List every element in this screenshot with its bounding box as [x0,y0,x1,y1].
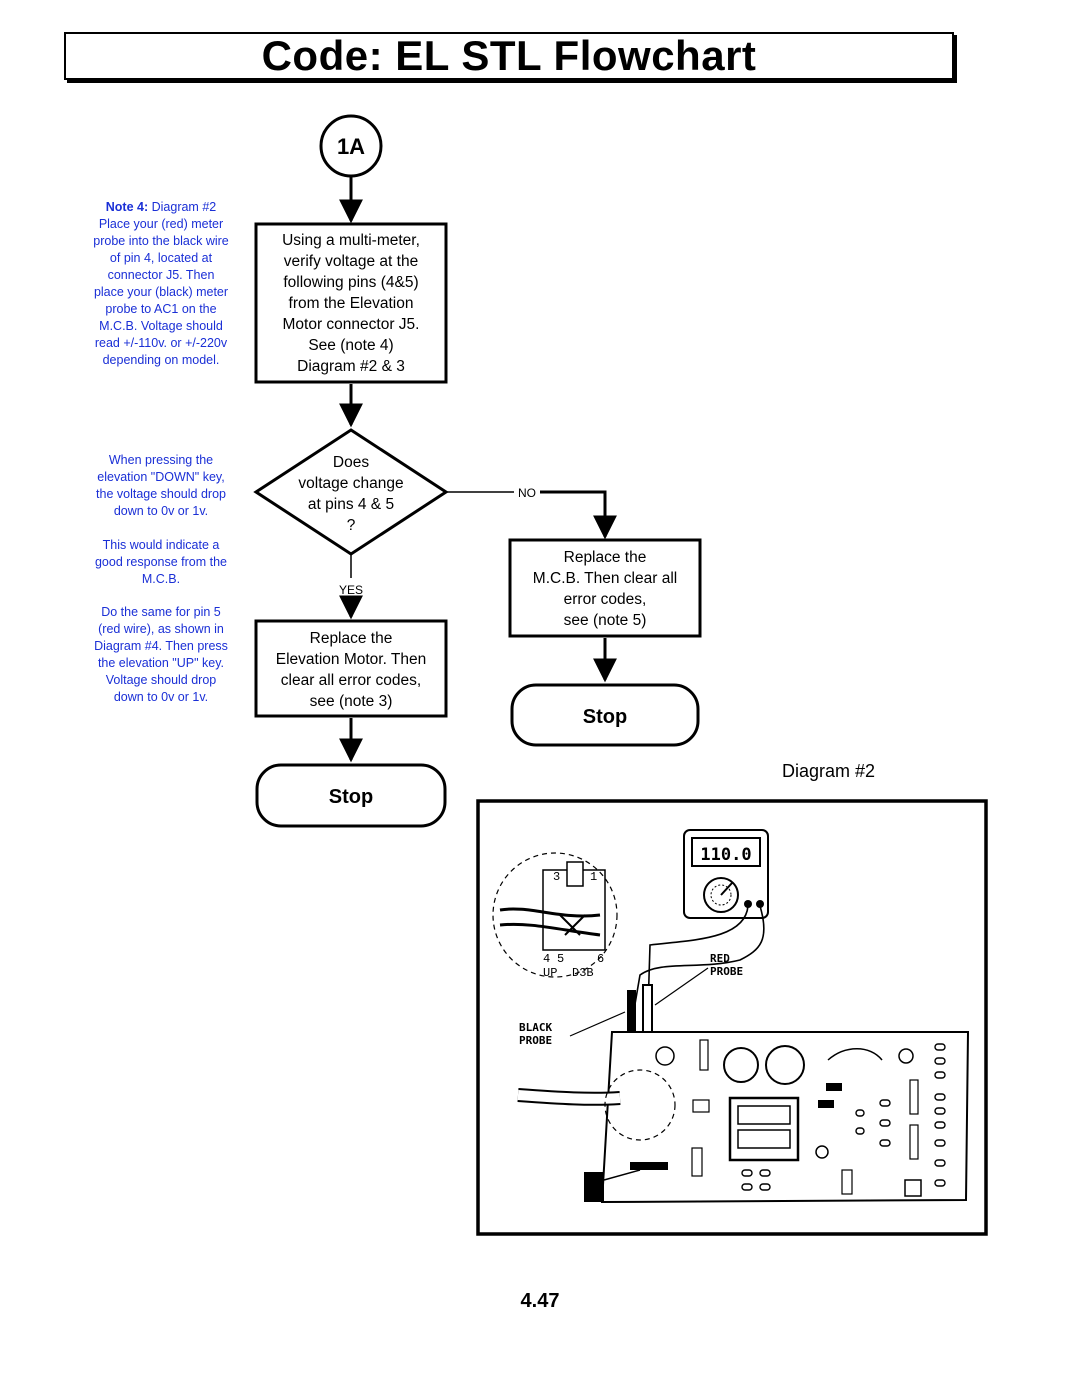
step1-line: from the Elevation [289,295,414,312]
main-control-board [600,1031,970,1204]
note-4: Note 4: Diagram #2 Place your (red) mete… [92,199,230,369]
connector-label: UP [543,966,557,980]
step1-line: See (note 4) [308,337,393,354]
red-probe-label: PROBE [710,965,743,978]
connector-label: D3B [572,966,594,980]
connector-label: 4 [543,952,550,966]
yes-label: YES [339,583,363,597]
decision-line: ? [347,517,356,534]
connector-label: 6 [597,952,604,966]
black-probe-label: BLACK [519,1021,552,1034]
multimeter-illustration: 110.0 [683,829,769,919]
connector-label: 1 [590,870,597,884]
diagram-caption: Diagram #2 [782,761,876,781]
replace-motor-line: clear all error codes, [281,672,421,689]
no-label: NO [518,486,536,500]
start-connector-1a: 1A [319,114,383,178]
start-connector-label: 1A [337,134,365,159]
stop-terminal-right: Stop [510,683,700,747]
replace-motor-line: Replace the [310,630,393,647]
note-good-response: This would indicate a good response from… [94,538,228,586]
red-probe-label: RED [710,952,730,965]
connector-label: 3 [553,870,560,884]
step1-line: Using a multi-meter, [282,232,420,249]
step1-line: verify voltage at the [284,253,418,270]
meter-display: 110.0 [700,845,751,865]
replace-mcb-line: Replace the [564,549,647,566]
replace-mcb-box: Replace the M.C.B. Then clear all error … [508,538,702,638]
connector-j5-zoom: 3 1 4 5 6 UP D3B [492,852,618,980]
step1-line: following pins (4&5) [283,274,418,291]
replace-motor-line: see (note 3) [310,693,393,710]
stop-right-label: Stop [583,706,627,728]
note-4-body: Place your (red) meter probe into the bl… [93,217,229,367]
decision-voltage-change: Does voltage change at pins 4 & 5 ? [253,428,449,556]
replace-motor-box: Replace the Elevation Motor. Then clear … [254,619,448,718]
stop-left-label: Stop [329,786,373,808]
step1-line: Motor connector J5. [283,316,420,333]
decision-line: voltage change [298,475,403,492]
replace-motor-line: Elevation Motor. Then [276,651,427,668]
note-4-ref: Diagram #2 [148,200,217,214]
note-pin5: Do the same for pin 5 (red wire), as sho… [94,605,228,704]
step-verify-voltage-box: Using a multi-meter, verify voltage at t… [254,222,448,384]
note-down-key: When pressing the elevation "DOWN" key, … [96,453,226,518]
replace-mcb-line: error codes, [564,591,647,608]
note-4-label: Note 4: [105,200,149,214]
black-probe-label: PROBE [519,1034,552,1047]
step1-line: Diagram #2 & 3 [297,358,405,375]
decision-line: Does [333,454,369,471]
decision-line: at pins 4 & 5 [308,496,394,513]
arrow-no-to-replace-mcb [540,490,617,540]
replace-mcb-line: see (note 5) [564,612,647,629]
replace-mcb-line: M.C.B. Then clear all [533,570,677,587]
connector-label: 5 [557,952,564,966]
page-title: Code: EL STL Flowchart [64,32,954,80]
stop-terminal-left: Stop [255,763,447,828]
diagram-2-figure: 110.0 3 1 4 5 6 UP D3B [476,799,988,1236]
page-number: 4.47 [520,1290,560,1312]
